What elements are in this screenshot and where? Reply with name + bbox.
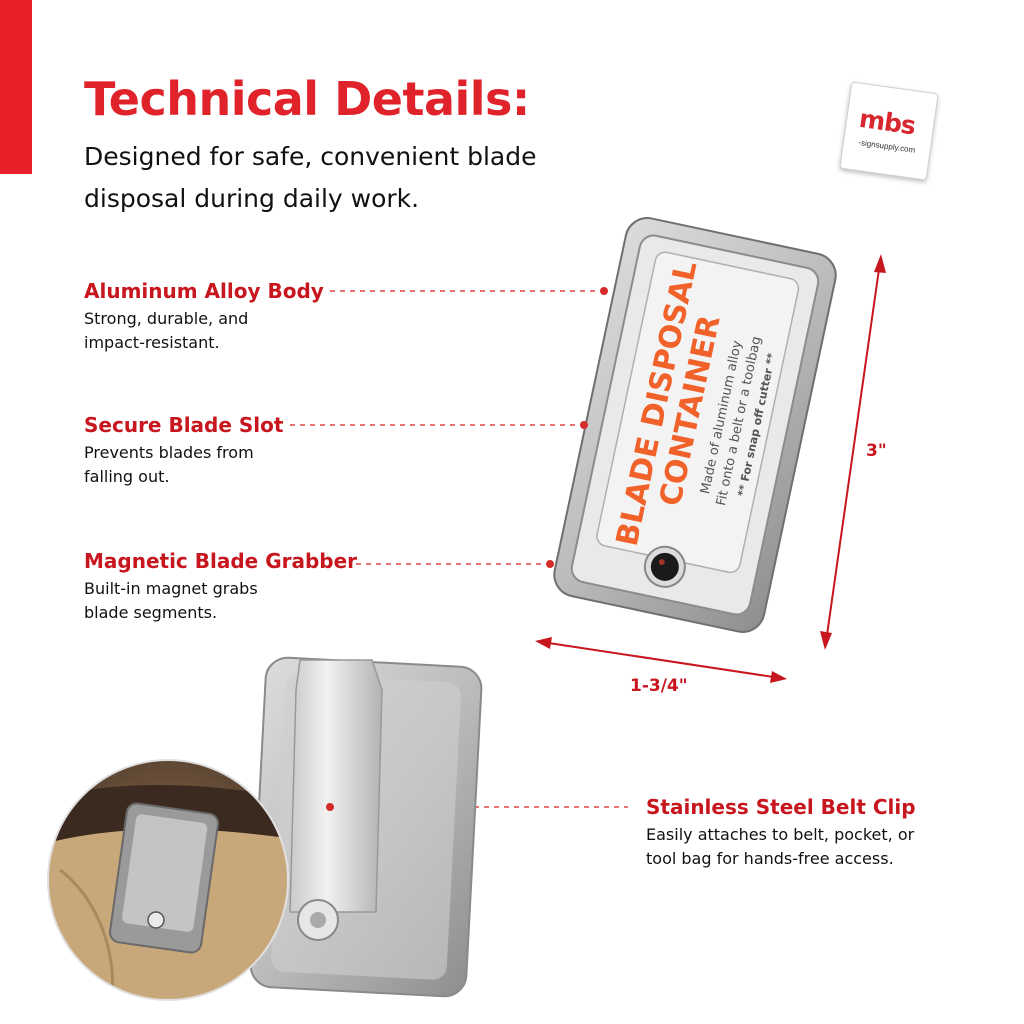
page-subtitle: Designed for safe, convenient blade disp… xyxy=(84,142,537,213)
belt-clip-view xyxy=(249,656,483,998)
feature-description: Built-in magnet grabs blade segments. xyxy=(84,579,258,622)
page-title: Technical Details: xyxy=(84,72,530,126)
feature-title: Secure Blade Slot xyxy=(84,413,284,437)
feature-description: Easily attaches to belt, pocket, or tool… xyxy=(646,825,915,868)
feature-aluminum-body: Aluminum Alloy Body Strong, durable, and… xyxy=(84,279,324,355)
feature-description: Strong, durable, and impact-resistant. xyxy=(84,309,249,352)
feature-title: Stainless Steel Belt Clip xyxy=(646,795,916,819)
feature-title: Aluminum Alloy Body xyxy=(84,279,324,303)
feature-description: Prevents blades from falling out. xyxy=(84,443,254,486)
height-dimension-label: 3" xyxy=(866,441,887,461)
width-dimension-label: 1-3/4" xyxy=(630,676,688,696)
magnet-button xyxy=(650,552,679,581)
width-dimension-arrow xyxy=(535,637,787,683)
height-dimension-arrow xyxy=(820,254,886,650)
feature-secure-slot: Secure Blade Slot Prevents blades from f… xyxy=(84,413,294,489)
feature-title: Magnetic Blade Grabber xyxy=(84,549,358,573)
feature-belt-clip: Stainless Steel Belt Clip Easily attache… xyxy=(646,795,946,871)
marker-dot-body xyxy=(600,287,608,295)
belt-clip xyxy=(289,659,383,913)
marker-dot-slot xyxy=(580,421,588,429)
marker-dot-clip xyxy=(326,803,334,811)
blade-container: BLADE DISPOSAL CONTAINER Made of aluminu… xyxy=(553,217,837,633)
feature-magnetic-grabber: Magnetic Blade Grabber Built-in magnet g… xyxy=(84,549,358,625)
marker-dot-magnet xyxy=(546,560,554,568)
in-use-photo xyxy=(47,759,289,1001)
accent-bar xyxy=(0,0,32,174)
